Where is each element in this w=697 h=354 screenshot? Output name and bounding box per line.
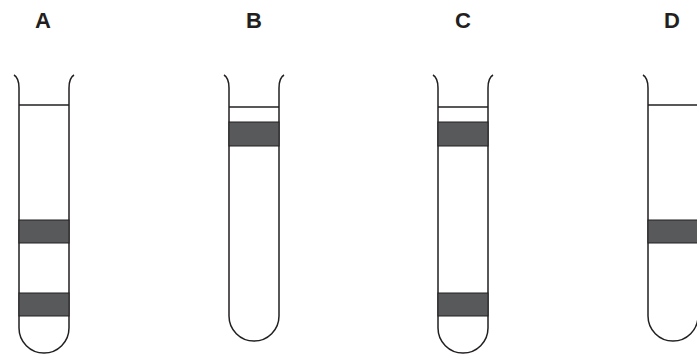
sediment-band	[648, 220, 697, 243]
liquid-surface	[229, 106, 279, 108]
sediment-band	[19, 220, 69, 243]
sediment-band	[19, 293, 69, 316]
liquid-surface	[438, 106, 488, 108]
sediment-band	[438, 293, 488, 316]
liquid-surface	[648, 104, 697, 106]
tube-label: A	[35, 10, 51, 32]
tube-label: B	[246, 10, 262, 32]
test-tube	[433, 75, 493, 353]
test-tube	[224, 75, 284, 341]
sediment-band	[229, 122, 279, 146]
test-tube	[643, 75, 697, 341]
liquid-surface	[19, 104, 69, 106]
tube-label: D	[664, 10, 680, 32]
tube-label: C	[455, 10, 471, 32]
test-tube	[14, 75, 74, 353]
sediment-band	[438, 122, 488, 146]
